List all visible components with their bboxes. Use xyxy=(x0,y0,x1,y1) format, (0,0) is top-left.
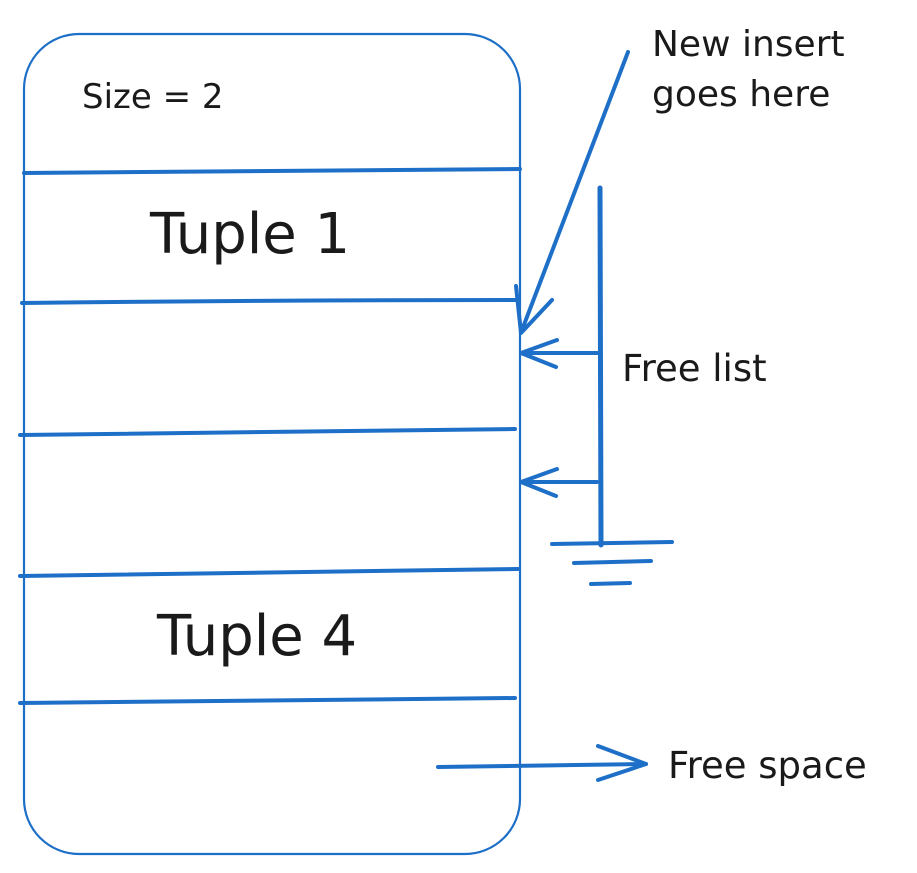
free-space-label: Free space xyxy=(668,744,867,787)
new-insert-arrow-shaft xyxy=(520,50,630,332)
slot-divider-5 xyxy=(18,696,517,705)
free-list-label: Free list xyxy=(622,347,767,390)
tuple-4-label: Tuple 4 xyxy=(156,604,357,669)
slot-divider-4 xyxy=(18,567,520,578)
free-list-terminator-line-3 xyxy=(589,581,632,586)
page-outline xyxy=(22,32,522,856)
page-size-label: Size = 2 xyxy=(82,77,224,117)
free-list-terminator-line-2 xyxy=(572,559,653,565)
slot-divider-1 xyxy=(22,167,522,175)
tuple-1-label: Tuple 1 xyxy=(149,202,350,267)
new-insert-arrow-head xyxy=(514,284,554,335)
slot-divider-3 xyxy=(18,427,517,437)
free-list-arrow-1-head xyxy=(519,338,559,369)
slot-divider-2 xyxy=(20,298,520,305)
free-space-arrow-shaft xyxy=(436,762,648,769)
new-insert-label-line1: New insert xyxy=(652,24,845,65)
free-space-arrow-head xyxy=(596,744,648,782)
new-insert-label-line2: goes here xyxy=(652,74,830,115)
free-list-line xyxy=(597,185,604,548)
free-list-terminator-line-1 xyxy=(550,540,674,546)
free-list-arrow-2-head xyxy=(519,467,559,498)
